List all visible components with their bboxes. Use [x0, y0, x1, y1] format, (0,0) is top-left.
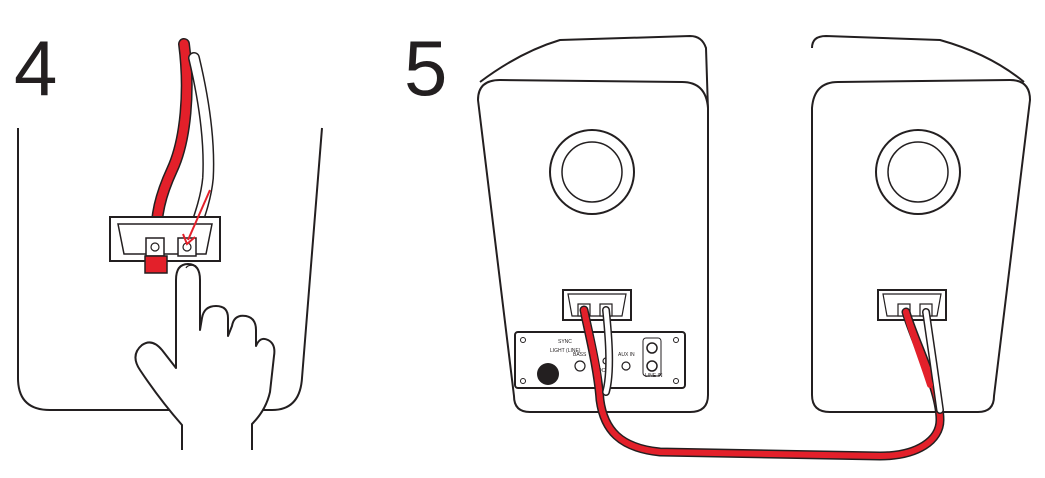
step-5-label: 5 [404, 24, 447, 112]
sync-label: SYNC [558, 339, 572, 345]
insert-arrow [187, 189, 211, 241]
aux-in-jack [621, 361, 631, 371]
volume-knob [537, 363, 559, 385]
control-panel: SYNC LIGHT (LINE) BASS AUX IN LINE IN DC [514, 331, 686, 389]
hand-icon [134, 263, 276, 450]
step-4: 4 [14, 24, 323, 450]
right-speaker [811, 34, 1032, 413]
left-speaker-body [476, 78, 709, 413]
dc-label: DC [598, 368, 606, 374]
step-5: 4 5 SYNC LIGHT (LINE) BASS AU [404, 24, 1032, 461]
line-in-jack-bottom [646, 360, 658, 372]
step-4-number: 4 [14, 24, 57, 112]
right-speaker-body [811, 78, 1032, 413]
left-speaker: SYNC LIGHT (LINE) BASS AUX IN LINE IN DC [476, 34, 709, 413]
speaker-cable [579, 305, 945, 461]
right-speaker-top [811, 34, 1025, 83]
red-terminal-clip [144, 255, 168, 274]
aux-label: AUX IN [618, 352, 635, 358]
line-in-jack-top [646, 342, 658, 354]
light-label: LIGHT (LINE) [550, 348, 581, 354]
speaker-terminal [109, 216, 221, 274]
speaker-back-outline [17, 127, 323, 411]
right-port-inner [887, 141, 949, 203]
left-port-inner [561, 141, 623, 203]
bass-label: BASS [573, 352, 587, 358]
bass-knob [574, 360, 586, 372]
